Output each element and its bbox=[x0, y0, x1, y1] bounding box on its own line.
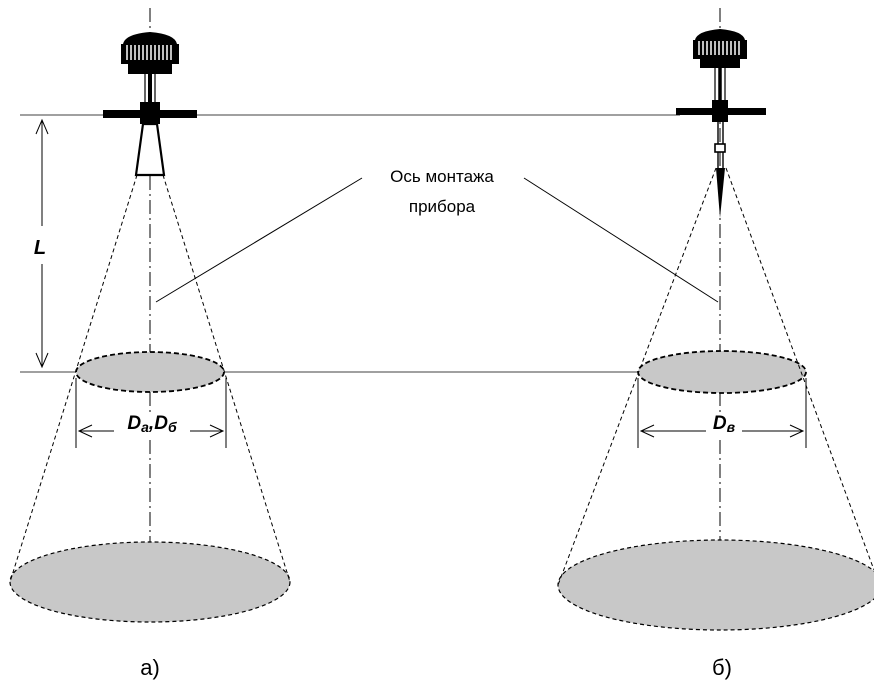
caption-left: а) bbox=[140, 655, 160, 680]
right-far-spot bbox=[557, 539, 874, 631]
left-housing-dome bbox=[123, 32, 177, 44]
right-beam-edge-left bbox=[557, 167, 717, 586]
leader-to-left-axis bbox=[155, 177, 363, 303]
left-flange-hub bbox=[140, 102, 160, 124]
right-diameter-label: Dв bbox=[713, 413, 736, 435]
right-flange-hub bbox=[712, 100, 728, 122]
right-diameter-dimension: Dв bbox=[637, 378, 807, 448]
length-dimension: L bbox=[26, 118, 58, 369]
leader-to-right-axis bbox=[523, 177, 719, 303]
right-housing-dome bbox=[695, 29, 745, 40]
left-diameter-label: Da,Dб bbox=[127, 413, 177, 435]
right-beam-edge-right bbox=[725, 167, 874, 571]
left-housing-grille bbox=[126, 45, 172, 60]
right-rod-tip bbox=[716, 168, 725, 218]
axis-label-line2: прибора bbox=[409, 197, 476, 216]
right-housing-base bbox=[700, 59, 740, 68]
right-device-rod bbox=[557, 8, 874, 631]
left-near-spot bbox=[75, 351, 225, 393]
caption-right: б) bbox=[712, 655, 732, 680]
left-housing-base bbox=[128, 64, 172, 74]
left-device-horn bbox=[9, 8, 291, 623]
left-horn-antenna bbox=[134, 122, 166, 177]
left-far-spot bbox=[9, 541, 291, 623]
axis-label-line1: Ось монтажа bbox=[390, 167, 494, 186]
left-beam-edge-left bbox=[9, 174, 138, 583]
right-near-spot bbox=[637, 350, 807, 394]
left-diameter-dimension: Da,Dб bbox=[75, 378, 227, 448]
length-label: L bbox=[34, 237, 46, 259]
right-rod-coupling bbox=[714, 143, 726, 153]
right-housing-grille bbox=[698, 41, 740, 55]
